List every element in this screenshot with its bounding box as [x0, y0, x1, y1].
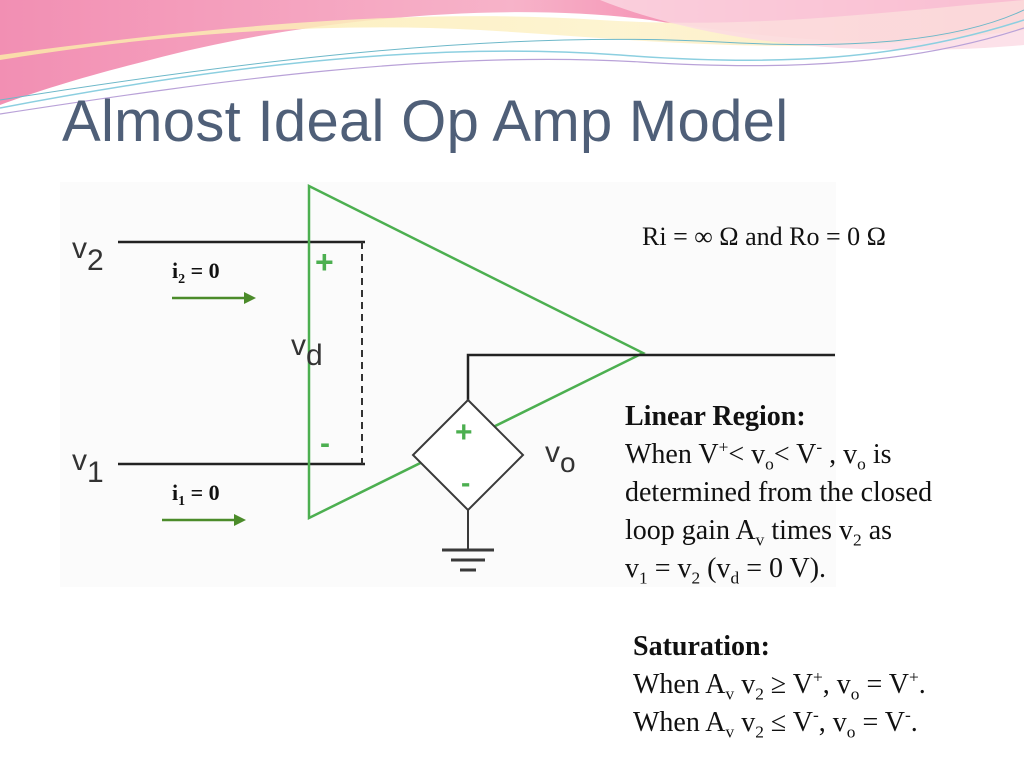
i2-arrow — [172, 292, 256, 304]
saturation-line-1: When Av v2 ≥ V+, vo = V+. — [633, 667, 926, 704]
vo-label: vo — [545, 436, 576, 478]
linear-line-2: determined from the closed — [625, 477, 933, 508]
i1-arrow — [162, 514, 246, 526]
source-plus-sign: + — [455, 416, 473, 449]
v1-label: v1 — [72, 444, 104, 489]
resistance-statement: Ri = ∞ Ω and Ro = 0 Ω — [642, 222, 886, 251]
header-wave-banner — [0, 0, 1024, 115]
v2-label: v2 — [72, 232, 104, 277]
noninverting-plus-sign: + — [315, 244, 334, 280]
linear-line-4: v1 = v2 (vd = 0 V). — [625, 553, 827, 588]
output-wire — [466, 353, 835, 400]
vd-label: vd — [291, 329, 323, 372]
ground-symbol — [442, 510, 494, 572]
linear-region-text: Linear Region: When V+< vo< V- , vo is d… — [625, 398, 932, 588]
linear-line-1: When V+< vo< V- , vo is — [625, 437, 892, 474]
slide-title: Almost Ideal Op Amp Model — [62, 89, 789, 154]
i2-label: i2 = 0 — [172, 258, 220, 287]
source-minus-sign: - — [461, 467, 470, 498]
saturation-heading: Saturation: — [633, 631, 770, 662]
inverting-minus-sign: - — [320, 427, 330, 460]
i1-label: i1 = 0 — [172, 480, 220, 509]
saturation-line-2: When Av v2 ≤ V-, vo = V-. — [633, 705, 918, 742]
saturation-text: Saturation: When Av v2 ≥ V+, vo = V+. Wh… — [633, 628, 926, 742]
linear-line-3: loop gain Av times v2 as — [625, 515, 893, 550]
linear-region-heading: Linear Region: — [625, 401, 806, 432]
